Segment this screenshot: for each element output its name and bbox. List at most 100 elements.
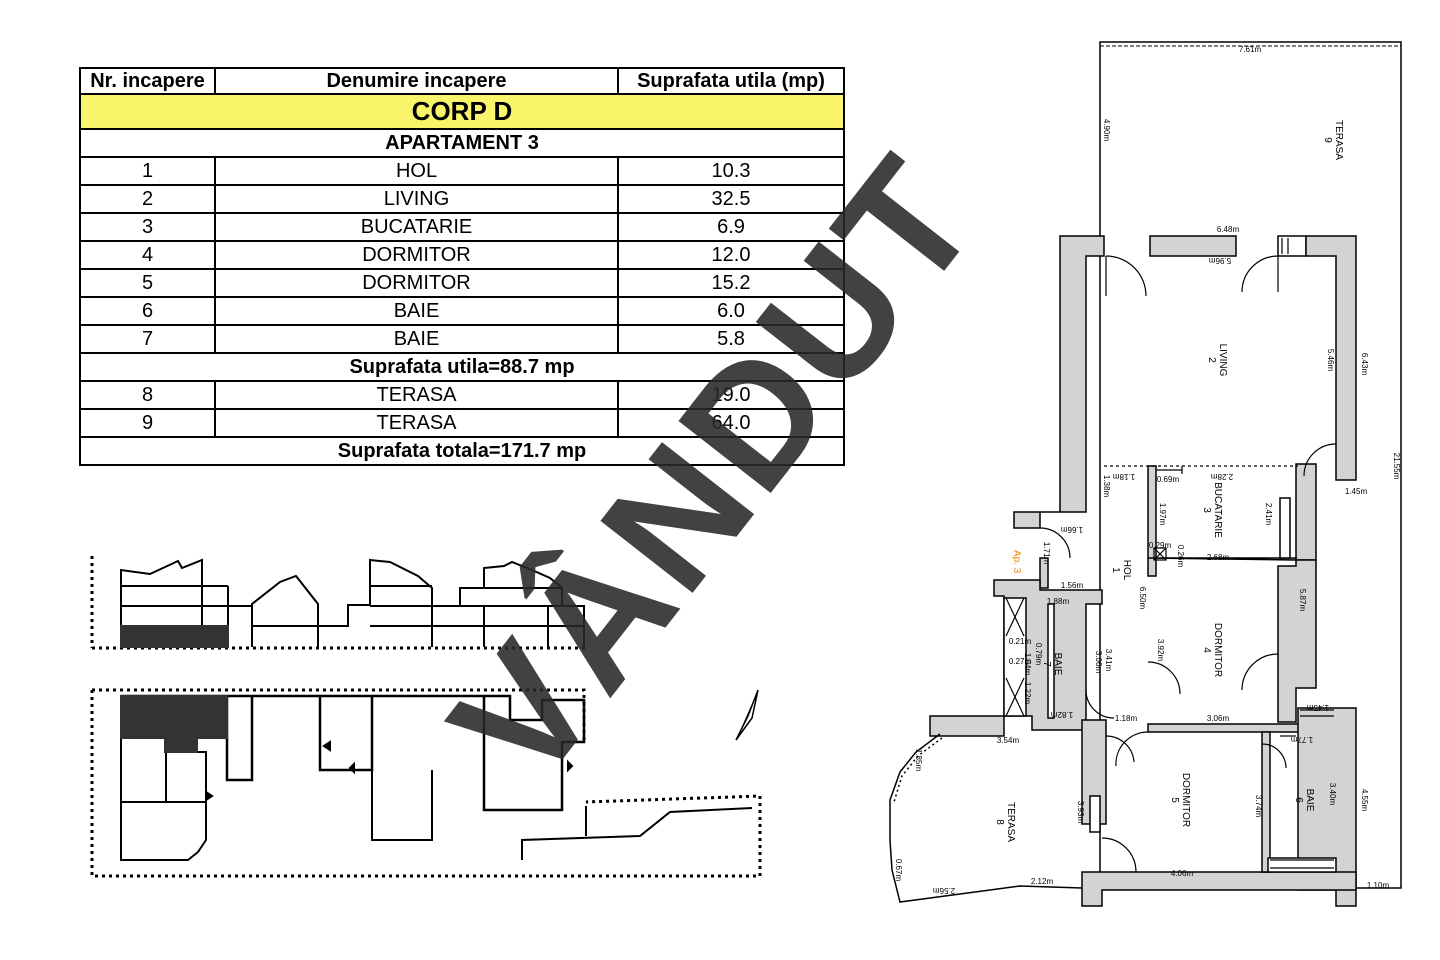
room-area: 5.8 <box>617 324 845 354</box>
dimension-label: 1.66m <box>1061 525 1084 534</box>
grand-total-row: Suprafata totala=171.7 mp <box>79 436 845 466</box>
dimension-label: 6.43m <box>1360 353 1369 376</box>
room-area: 15.2 <box>617 268 845 298</box>
room-nr: 9 <box>79 408 216 438</box>
dimension-label: 1.56m <box>1061 581 1084 590</box>
room-name: DORMITOR <box>214 240 619 270</box>
dimension-label: 1.22m <box>1023 682 1032 705</box>
room-label: DORMITOR4 <box>1201 623 1223 677</box>
room-nr: 7 <box>79 324 216 354</box>
dimension-label: 3.06m <box>1094 651 1103 674</box>
dimension-label: 1.77m <box>1291 735 1314 744</box>
dimension-label: 1.97m <box>1158 503 1167 526</box>
corp-title: CORP D <box>79 93 845 130</box>
terrace-8-edge <box>889 733 1083 903</box>
dimension-label: 0.29m <box>1149 541 1172 550</box>
header-name: Denumire incapere <box>214 67 619 95</box>
dimension-label: 1.38m <box>1102 475 1111 498</box>
corp-row: CORP D <box>79 93 845 130</box>
dimension-label: 1.04m <box>1023 653 1032 676</box>
room-area: 32.5 <box>617 184 845 214</box>
north-arrow-icon <box>735 689 759 741</box>
room-label: BAIE6 <box>1293 789 1315 812</box>
building-elevation <box>90 556 588 650</box>
room-area: 19.0 <box>617 380 845 410</box>
dimension-labels: 7.61m 4.90m 6.48m 5.96m 5.46m 6.43m 21.55m 1.45… <box>894 45 1401 895</box>
room-area: 6.9 <box>617 212 845 242</box>
dimension-label: 2.41m <box>1264 503 1273 526</box>
dimension-label: 7.61m <box>1239 45 1262 54</box>
dimension-label: 1.45m <box>1345 487 1368 496</box>
dimension-label: 21.55m <box>1392 453 1401 480</box>
room-label: TERASA8 <box>994 802 1016 842</box>
room-label: DORMITOR5 <box>1169 773 1191 827</box>
room-name: HOL <box>214 156 619 186</box>
useful-total: Suprafata utila=88.7 mp <box>79 352 845 382</box>
dimension-label: 3.06m <box>1207 714 1230 723</box>
room-nr: 8 <box>79 380 216 410</box>
dimension-label: 3.93m <box>1076 801 1085 824</box>
room-area: 12.0 <box>617 240 845 270</box>
dimension-label: 4.90m <box>1102 119 1111 142</box>
header-area: Suprafata utila (mp) <box>617 67 845 95</box>
dimension-label: 4.55m <box>1360 789 1369 812</box>
site-plan <box>90 688 762 878</box>
dimension-label: 6.50m <box>1138 587 1147 610</box>
room-label: BUCATARIE3 <box>1201 482 1223 538</box>
room-nr: 4 <box>79 240 216 270</box>
dimension-label: 0.69m <box>1157 475 1180 484</box>
room-name: BUCATARIE <box>214 212 619 242</box>
room-name: BAIE <box>214 296 619 326</box>
dimension-label: 1.71m <box>1042 542 1051 565</box>
dimension-label: 2.68m <box>1207 553 1230 562</box>
dimension-label: 0.27m <box>1009 657 1032 666</box>
dimension-label: 3.41m <box>1104 649 1113 672</box>
dimension-label: 0.79m <box>1034 643 1043 666</box>
dimension-label: 6.48m <box>1217 225 1240 234</box>
room-name: LIVING <box>214 184 619 214</box>
dimension-label: 1.45m <box>1307 703 1330 712</box>
dimension-label: 4.06m <box>1171 869 1194 878</box>
room-nr: 5 <box>79 268 216 298</box>
dimension-label: 2.12m <box>1031 877 1054 886</box>
walls <box>929 235 1357 907</box>
dimension-label: 0.26m <box>1176 545 1185 568</box>
room-area: 6.0 <box>617 296 845 326</box>
room-nr: 1 <box>79 156 216 186</box>
dimension-label: 3.40m <box>1328 783 1337 806</box>
dimension-label: 0.21m <box>1009 637 1032 646</box>
dimension-label: 3.92m <box>1156 639 1165 662</box>
room-label: TERASA9 <box>1322 120 1344 160</box>
grand-total: Suprafata totala=171.7 mp <box>79 436 845 466</box>
dimension-label: 1.18m <box>1115 714 1138 723</box>
dimension-label: 2.28m <box>1211 472 1234 481</box>
dimension-label: 5.96m <box>1209 256 1232 265</box>
rooms-table: Nr. incapere Denumire incapere Suprafata… <box>79 67 845 466</box>
room-label: LIVING2 <box>1206 344 1228 377</box>
apartment-tag: Ap. 3 <box>1011 550 1022 574</box>
room-area: 10.3 <box>617 156 845 186</box>
dimension-label: 5.46m <box>1326 349 1335 372</box>
dimension-label: 1.10m <box>1367 881 1390 890</box>
apartment-row: APARTAMENT 3 <box>79 128 845 158</box>
room-labels: TERASA9LIVING2BUCATARIE3HOL1DORMITOR4BAI… <box>994 120 1344 842</box>
dimension-label: 2.56m <box>933 886 956 895</box>
room-name: DORMITOR <box>214 268 619 298</box>
dimension-label: 3.54m <box>997 736 1020 745</box>
room-label: BAIE7 <box>1041 653 1063 676</box>
dimension-label: 1.88m <box>1047 597 1070 606</box>
dimension-label: 5.87m <box>1298 589 1307 612</box>
useful-total-row: Suprafata utila=88.7 mp <box>79 352 845 382</box>
dimension-label: 0.67m <box>894 859 903 882</box>
apartment-title: APARTAMENT 3 <box>79 128 845 158</box>
dimension-label: 3.74m <box>1254 795 1263 818</box>
table-header-row: Nr. incapere Denumire incapere Suprafata… <box>79 67 845 95</box>
